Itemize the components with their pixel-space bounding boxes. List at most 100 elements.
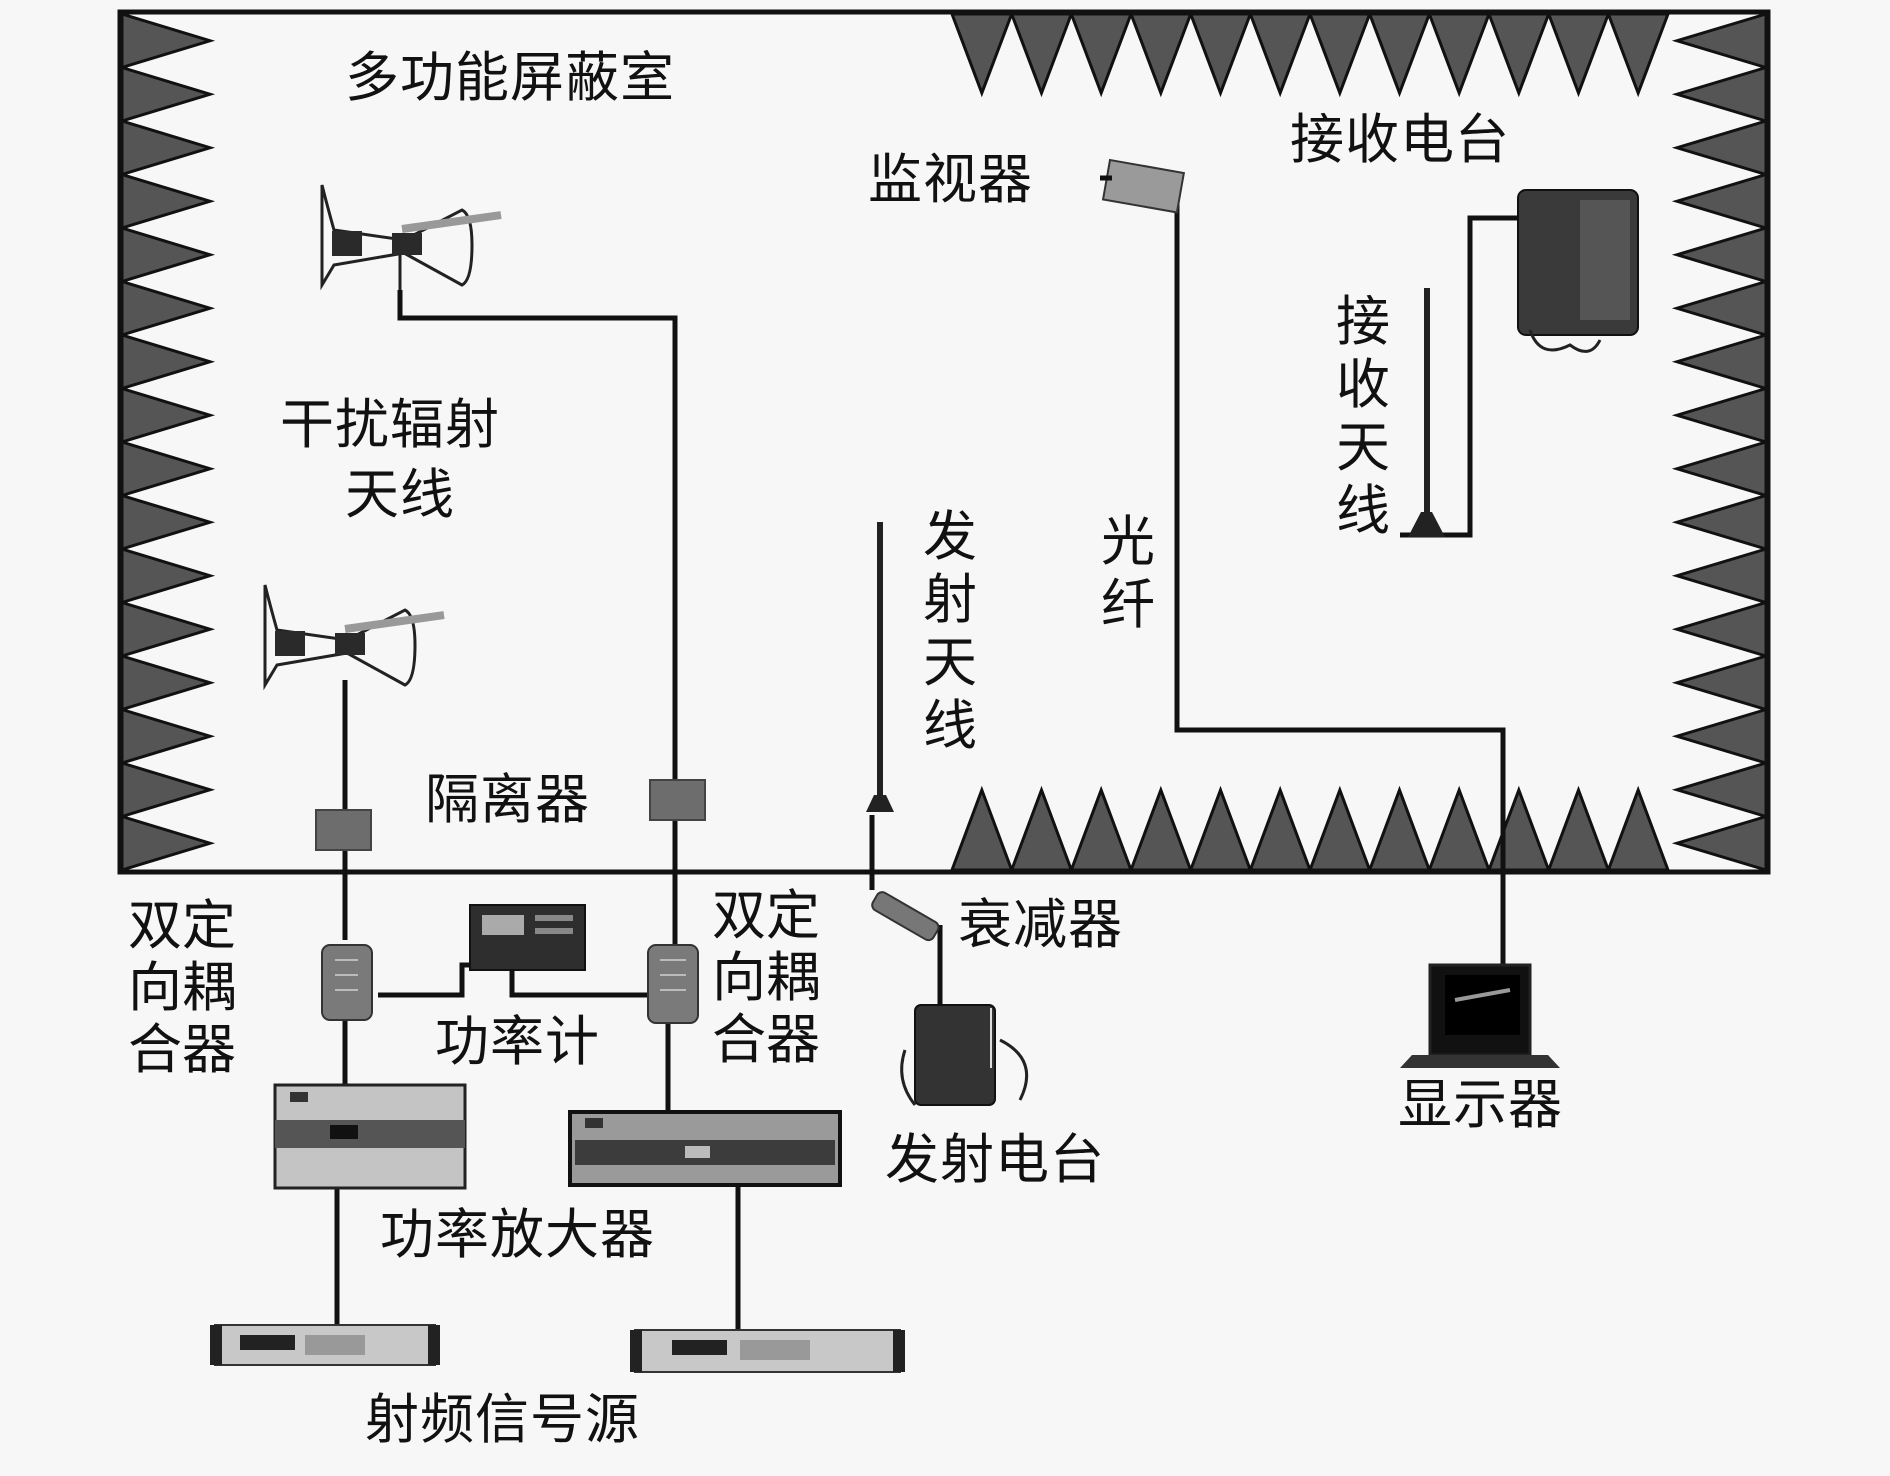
attenuator-device [871,891,940,942]
absorber-cones-left [120,11,216,873]
absorber-cone [120,760,216,819]
absorber-cone [1188,785,1253,872]
receive-antenna-device [1408,288,1445,537]
power-meter-device [469,904,586,971]
absorber-cone [1671,760,1768,819]
cables [334,200,1518,1330]
absorber-cone [1128,785,1193,872]
absorber-cone [120,493,216,552]
absorber-cone [1307,785,1372,872]
interference-antenna-lower [263,584,445,691]
label-receive-radio: 接收电台 [1290,108,1510,171]
absorber-cone [1486,12,1551,98]
shielded-room [117,9,1771,875]
absorber-cone [1671,332,1768,391]
label-optical-fiber: 光纤 [1101,510,1155,636]
absorber-cone [120,814,216,873]
room-wall [117,9,1771,875]
directional-coupler-left [321,944,373,1021]
monitor-camera-device [1100,158,1186,214]
room-title: 多功能屏蔽室 [345,46,675,109]
optical-fiber-line [1174,200,1506,965]
absorber-cones-right [1671,11,1768,873]
absorber-cone [1486,785,1551,872]
label-transmit-radio: 发射电台 [885,1128,1105,1191]
absorber-cone [120,653,216,712]
absorber-cone [1671,707,1768,766]
isolator-left [315,809,372,851]
label-interference-antenna-line2: 天线 [345,463,455,526]
label-isolator: 隔离器 [425,768,590,831]
absorber-cone [120,600,216,659]
absorber-cone [1671,279,1768,338]
absorber-cones-bottom [949,785,1671,872]
absorber-cone [1427,785,1492,872]
absorber-cone [1671,546,1768,605]
absorber-cone [120,118,216,177]
isolator-right [649,779,706,821]
absorber-cone [1546,12,1611,98]
absorber-cone [1671,118,1768,177]
label-directional-coupler-left: 双定向耦合器 [128,894,236,1081]
cable-rx-antenna-to-radio [1400,215,1518,538]
absorber-cone [120,386,216,445]
label-monitor-camera: 监视器 [868,148,1033,211]
absorber-cone [1069,785,1134,872]
display-laptop-device [1400,963,1560,1068]
label-directional-coupler-right: 双定向耦合器 [712,884,820,1071]
absorber-cone [1188,12,1253,98]
absorber-cones-top [949,12,1671,98]
label-attenuator: 衰减器 [958,893,1123,956]
label-interference-antenna-line1: 干扰辐射 [280,393,500,456]
label-power-meter: 功率计 [435,1010,600,1073]
absorber-cone [1671,11,1768,70]
absorber-cone [1009,12,1074,98]
absorber-cone [949,785,1014,872]
cable-upper-antenna [397,290,678,780]
label-transmit-antenna: 发射天线 [923,505,977,757]
absorber-cone [1546,785,1611,872]
rf-signal-source-left [210,1324,440,1366]
absorber-cone [120,225,216,284]
absorber-cone [1427,12,1492,98]
absorber-cone [120,11,216,70]
absorber-cone [949,12,1014,98]
absorber-cone [1671,814,1768,873]
absorber-cone [120,172,216,231]
absorber-cone [120,439,216,498]
absorber-cone [1606,12,1671,98]
absorber-cone [120,279,216,338]
absorber-cone [120,546,216,605]
absorber-cone [1307,12,1372,98]
directional-coupler-right [647,944,699,1024]
cable-coupler-to-power-meter-left [378,962,478,998]
label-rf-signal-source: 射频信号源 [365,1388,640,1451]
transmit-antenna-device [866,522,894,812]
absorber-cone [1671,653,1768,712]
absorber-cone [120,332,216,391]
receive-radio-device [1517,189,1639,353]
rf-signal-source-right [630,1329,905,1373]
power-amplifier-left [273,1083,467,1190]
absorber-cone [120,65,216,124]
label-display: 显示器 [1398,1073,1563,1136]
power-amplifier-right [568,1110,842,1187]
absorber-cone [1248,785,1313,872]
cable-coupler-to-power-meter-right [509,965,650,998]
absorber-cone [120,707,216,766]
absorber-cone [1671,600,1768,659]
absorber-cone [1671,493,1768,552]
absorber-cone [1367,12,1432,98]
absorber-cone [1009,785,1074,872]
absorber-cone [1671,172,1768,231]
absorber-cone [1069,12,1134,98]
absorber-cone [1128,12,1193,98]
absorber-cone [1671,386,1768,445]
interference-antenna-upper [320,184,502,291]
absorber-cone [1367,785,1432,872]
absorber-cone [1671,439,1768,498]
absorber-cone [1671,225,1768,284]
absorber-cone [1671,65,1768,124]
absorber-cone [1606,785,1671,872]
